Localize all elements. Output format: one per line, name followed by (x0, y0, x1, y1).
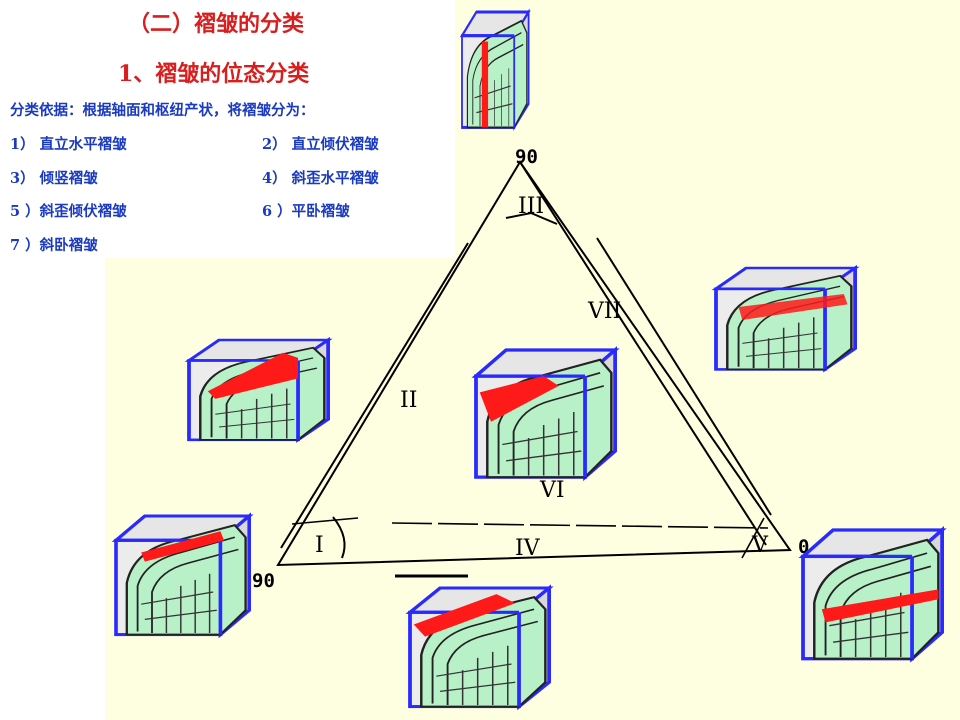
region-label-iii: III (518, 194, 544, 219)
triangle-frame (276, 160, 792, 578)
item-7: 7 ）斜卧褶皱 (10, 237, 98, 254)
text-panel (0, 0, 455, 258)
item-6: 6 ）平卧褶皱 (262, 203, 350, 220)
item-1: 1） 直立水平褶皱 (10, 136, 127, 153)
corner-label-left: 90 (252, 570, 275, 592)
region-label-iv: IV (515, 536, 541, 561)
region-label-i: I (315, 533, 324, 558)
item-3: 3） 倾竖褶皱 (10, 170, 98, 187)
corner-label-top: 90 (515, 146, 538, 168)
fold-block-vertical-plunging (460, 10, 531, 129)
fold-block-upright-horizontal (114, 514, 251, 637)
fold-block-steep-inclined (187, 338, 330, 442)
region-label-vii: VII (587, 299, 621, 324)
item-4: 4） 斜歪水平褶皱 (262, 170, 379, 187)
item-5: 5 ）斜歪倾伏褶皱 (10, 203, 127, 220)
fold-block-inclined-plunging (714, 266, 857, 372)
subtitle: 1、褶皱的位态分类 (118, 61, 310, 87)
region-label-v: V (751, 533, 769, 558)
region-label-vi: VI (539, 478, 565, 503)
corner-label-right: 0 (798, 536, 809, 558)
section-title: （二）褶皱的分类 (128, 11, 305, 37)
fold-block-recumbent (801, 528, 944, 661)
fold-block-center-inclined (474, 348, 617, 480)
classification-basis: 分类依据：根据轴面和枢纽产状，将褶皱分为： (10, 102, 315, 119)
region-label-ii: II (400, 388, 417, 413)
item-2: 2） 直立倾伏褶皱 (262, 136, 379, 153)
fold-block-inclined-horizontal (408, 586, 551, 709)
